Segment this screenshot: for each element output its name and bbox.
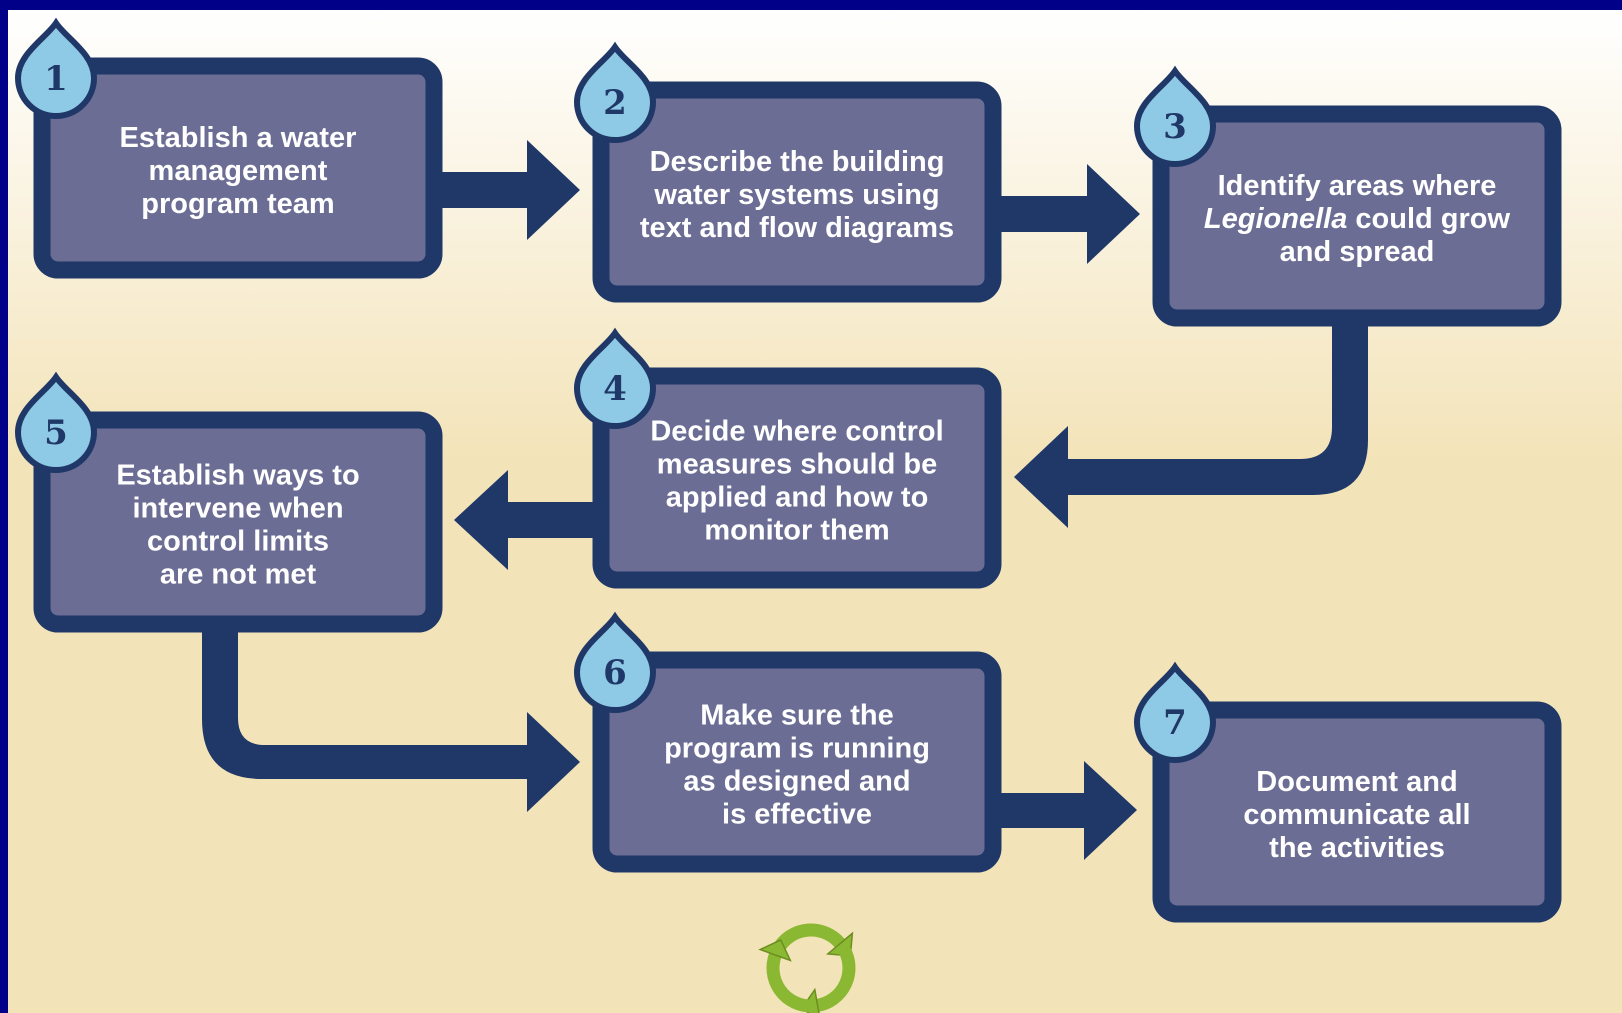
- step-text-line: management: [149, 155, 328, 187]
- water-drop-shape: [1133, 65, 1217, 167]
- water-drop-icon: 7: [1133, 661, 1217, 763]
- step-box: [1152, 701, 1562, 923]
- step-box: [592, 81, 1002, 303]
- step-text-line: Make sure the: [700, 700, 893, 732]
- step-box: [592, 367, 1002, 589]
- water-drop-shape: [1133, 661, 1217, 763]
- water-drop-icon: 6: [573, 611, 657, 713]
- recycle-arc: [816, 945, 856, 1012]
- step-text-line: control limits: [147, 526, 329, 558]
- arrow-5-to-6: [202, 622, 580, 812]
- arrow-4-to-5: [454, 470, 618, 570]
- step-text-line: Decide where control: [650, 416, 943, 448]
- recycle-arc: [766, 952, 812, 1013]
- water-drop-icon: 2: [573, 41, 657, 143]
- arrow-6-to-7: [988, 761, 1137, 860]
- step-box: [592, 651, 1002, 873]
- step-number: 6: [603, 653, 627, 693]
- step-number: 4: [603, 369, 627, 409]
- water-drop-shape: [14, 371, 98, 473]
- water-drop-icon: 4: [573, 327, 657, 429]
- step-text-line: and spread: [1280, 236, 1435, 268]
- step-text-line: are not met: [160, 559, 317, 591]
- step-text-line: Establish a water: [120, 122, 357, 154]
- step-text-line: applied and how to: [666, 482, 929, 514]
- step-text-line: program is running: [664, 733, 930, 765]
- step-text-line: the activities: [1269, 832, 1445, 864]
- step-text-line: measures should be: [657, 449, 937, 481]
- step-text-line: Establish ways to: [116, 460, 359, 492]
- water-drop-shape: [573, 327, 657, 429]
- step-text-line: Describe the building: [650, 146, 945, 178]
- step-text-line: Document and: [1256, 766, 1457, 798]
- step-number: 3: [1163, 107, 1187, 147]
- water-drop-icon: 5: [14, 371, 98, 473]
- arrow-2-to-3: [990, 164, 1140, 264]
- water-drop-icon: 1: [14, 17, 98, 119]
- step-text-line: Identify areas where: [1218, 170, 1497, 202]
- step-text-line: monitor them: [704, 515, 889, 547]
- step-number: 7: [1163, 703, 1187, 743]
- arrow-3-to-4: [1014, 316, 1368, 528]
- recycle-arc: [772, 923, 846, 953]
- connector-arrows: [202, 140, 1368, 860]
- step-text-line: text and flow diagrams: [640, 212, 954, 244]
- step-text-line: program team: [141, 188, 334, 220]
- recycle-arrowhead: [758, 938, 792, 962]
- water-drop-shape: [573, 41, 657, 143]
- step-text-line: intervene when: [132, 493, 343, 525]
- step-text-line: water systems using: [653, 179, 939, 211]
- step-box: [1152, 105, 1562, 327]
- step-box: [33, 57, 443, 279]
- step-text-line: as designed and: [683, 766, 910, 798]
- step-box: [33, 411, 443, 633]
- step-text-line: communicate all: [1243, 799, 1470, 831]
- water-drop-icon: 3: [1133, 65, 1217, 167]
- step-number: 5: [44, 413, 68, 453]
- recycle-arrows-icon: [758, 923, 856, 1013]
- water-drop-shape: [573, 611, 657, 713]
- arrow-1-to-2: [432, 140, 580, 240]
- water-drop-shape: [14, 17, 98, 119]
- step-number: 1: [44, 59, 68, 99]
- step-text-line: Legionella could grow: [1204, 203, 1511, 235]
- step-number: 2: [603, 83, 627, 123]
- step-text-line: is effective: [722, 799, 872, 831]
